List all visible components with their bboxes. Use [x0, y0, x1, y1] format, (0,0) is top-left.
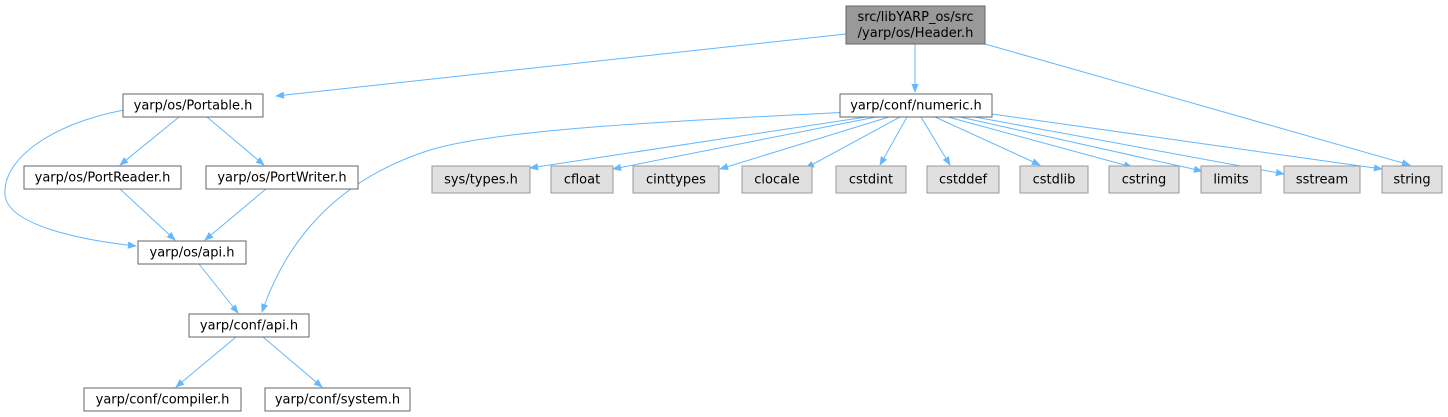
node-limits-box: [1200, 165, 1262, 194]
edge-numeric-to-cinttypes: [719, 116, 890, 171]
edge-numeric-to-confapi: [261, 111, 851, 313]
node-confapi-label-0: yarp/conf/api.h: [200, 319, 298, 334]
node-numeric-label-0: yarp/conf/numeric.h: [850, 99, 982, 114]
edge-numeric-to-clocale: [805, 116, 901, 169]
node-portreader[interactable]: yarp/os/PortReader.h: [23, 165, 182, 190]
node-limits-label-0: limits: [1213, 173, 1249, 188]
edge-numeric-to-cstring: [947, 116, 1133, 169]
node-cfloat-box: [550, 165, 614, 194]
edge-osapi-to-confapi: [198, 263, 239, 314]
edge-numeric-to-limits: [959, 116, 1203, 173]
node-root[interactable]: src/libYARP_os/src/yarp/os/Header.h: [845, 5, 986, 45]
node-root-label-1: /yarp/os/Header.h: [858, 26, 974, 41]
node-portable-box: [122, 93, 264, 118]
node-cstdint-box: [835, 165, 907, 194]
nodes-layer: src/libYARP_os/src/yarp/os/Header.h yarp/…: [23, 5, 1443, 412]
edge-numeric-to-cfloat: [612, 116, 877, 171]
node-cstring-label-0: cstring: [1122, 173, 1166, 188]
edge-portreader-to-osapi: [119, 188, 176, 241]
edge-numeric-to-cstdlib: [934, 116, 1041, 166]
node-numeric[interactable]: yarp/conf/numeric.h: [839, 93, 993, 118]
node-cinttypes-box: [632, 165, 720, 194]
node-string-box: [1381, 165, 1443, 194]
node-portreader-box: [23, 165, 182, 190]
edges-layer: [4, 33, 1411, 388]
edge-confapi-to-compiler: [175, 336, 237, 388]
edge-numeric-to-cstddef: [920, 116, 951, 166]
node-cinttypes: cinttypes: [632, 165, 720, 194]
node-compiler[interactable]: yarp/conf/compiler.h: [83, 387, 242, 412]
edge-portwriter-to-osapi: [204, 188, 267, 241]
node-cstdlib-box: [1019, 165, 1089, 194]
node-systypes-box: [431, 165, 531, 194]
node-sstream-box: [1283, 165, 1361, 194]
node-cstdlib: cstdlib: [1019, 165, 1089, 194]
edge-numeric-to-string: [991, 113, 1383, 172]
node-portreader-label-0: yarp/os/PortReader.h: [35, 171, 171, 186]
node-cfloat: cfloat: [550, 165, 614, 194]
node-cstddef: cstddef: [926, 165, 1000, 194]
node-cstring: cstring: [1108, 165, 1180, 194]
edge-confapi-to-system: [262, 336, 323, 388]
node-string-label-0: string: [1393, 173, 1430, 188]
node-numeric-box: [839, 93, 993, 118]
node-osapi-label-0: yarp/os/api.h: [150, 246, 235, 261]
edge-numeric-to-cstdint: [879, 116, 908, 166]
edge-numeric-to-systypes: [529, 116, 867, 171]
node-compiler-box: [83, 387, 242, 412]
node-root-box: [845, 5, 986, 45]
edge-numeric-to-sstream: [974, 116, 1285, 177]
node-sstream-label-0: sstream: [1296, 173, 1348, 188]
edge-root-to-portable: [275, 33, 847, 99]
node-cstdint-label-0: cstdint: [849, 173, 893, 188]
node-clocale-label-0: clocale: [754, 173, 799, 188]
node-cstdlib-label-0: cstdlib: [1033, 173, 1076, 188]
node-systypes-label-0: sys/types.h: [444, 173, 518, 188]
node-confapi[interactable]: yarp/conf/api.h: [188, 313, 310, 338]
node-system[interactable]: yarp/conf/system.h: [264, 387, 411, 412]
node-system-box: [264, 387, 411, 412]
node-cstring-box: [1108, 165, 1180, 194]
node-root-label-0: src/libYARP_os/src: [857, 10, 973, 25]
node-clocale-box: [741, 165, 813, 194]
node-clocale: clocale: [741, 165, 813, 194]
node-limits: limits: [1200, 165, 1262, 194]
edge-portable-to-portreader: [119, 116, 180, 166]
node-osapi-box: [137, 240, 247, 265]
node-systypes: sys/types.h: [431, 165, 531, 194]
node-cfloat-label-0: cfloat: [564, 173, 600, 188]
node-portwriter-box: [205, 165, 359, 190]
node-compiler-label-0: yarp/conf/compiler.h: [96, 393, 230, 408]
node-portwriter[interactable]: yarp/os/PortWriter.h: [205, 165, 359, 190]
node-cinttypes-label-0: cinttypes: [646, 173, 706, 188]
edge-portable-to-osapi: [4, 109, 137, 249]
node-system-label-0: yarp/conf/system.h: [275, 393, 400, 408]
node-osapi[interactable]: yarp/os/api.h: [137, 240, 247, 265]
node-cstdint: cstdint: [835, 165, 907, 194]
node-cstddef-box: [926, 165, 1000, 194]
node-string: string: [1381, 165, 1443, 194]
node-confapi-box: [188, 313, 310, 338]
node-portable[interactable]: yarp/os/Portable.h: [122, 93, 264, 118]
edge-root-to-string: [984, 43, 1411, 167]
node-cstddef-label-0: cstddef: [939, 173, 988, 188]
edge-portable-to-portwriter: [206, 116, 265, 166]
node-portable-label-0: yarp/os/Portable.h: [134, 99, 253, 114]
node-sstream: sstream: [1283, 165, 1361, 194]
node-portwriter-label-0: yarp/os/PortWriter.h: [217, 171, 346, 186]
